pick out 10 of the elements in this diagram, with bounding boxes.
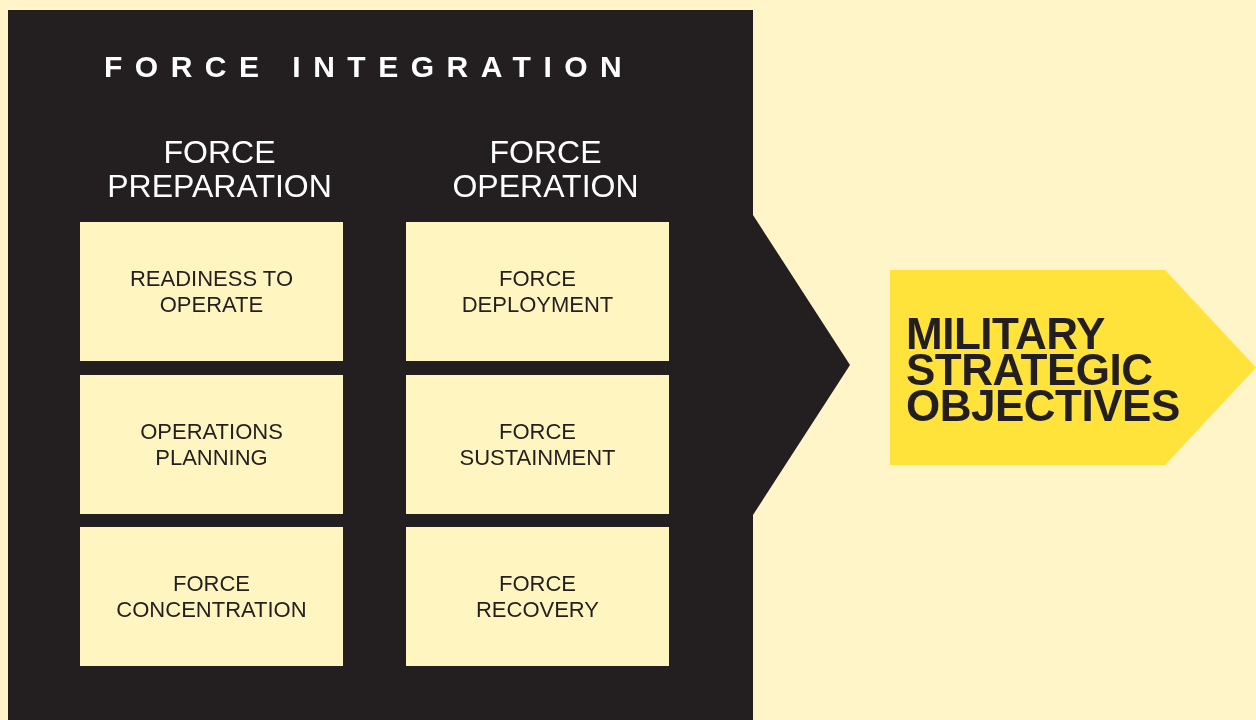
stage-card: FORCE SUSTAINMENT [406,375,669,514]
stage-card: FORCE RECOVERY [406,527,669,666]
column-heading: FORCE PREPARATION [106,135,333,203]
banner-text: MILITARY STRATEGIC OBJECTIVES [906,316,1181,424]
panel-title: FORCE INTEGRATION [104,50,635,84]
stage-card: OPERATIONS PLANNING [80,375,343,514]
column-heading: FORCE OPERATION [451,135,640,203]
stage-card: READINESS TO OPERATE [80,222,343,361]
stage-card: FORCE DEPLOYMENT [406,222,669,361]
stage-card: FORCE CONCENTRATION [80,527,343,666]
